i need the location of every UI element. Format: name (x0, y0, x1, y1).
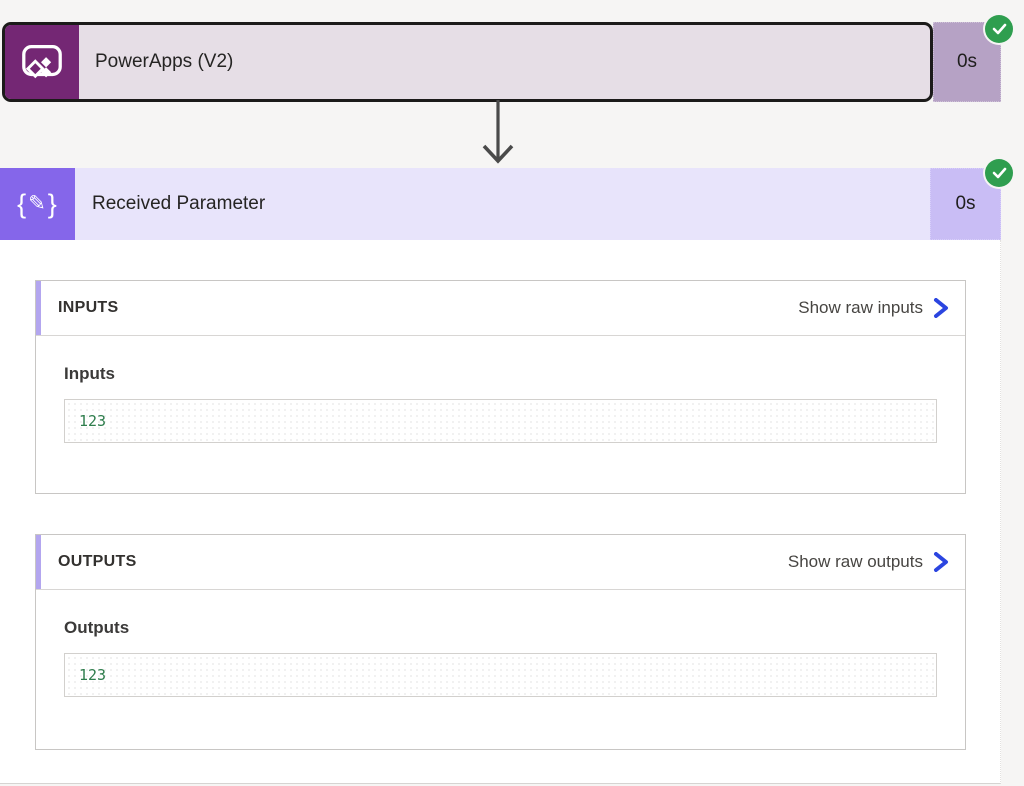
outputs-accent-bar (36, 535, 41, 589)
outputs-value-box: 123 (64, 653, 937, 697)
action-title: Received Parameter (92, 193, 266, 214)
braces-pencil-glyph: {✎} (17, 188, 58, 219)
outputs-content: Outputs 123 (36, 590, 965, 697)
inputs-field-label: Inputs (64, 364, 115, 383)
inputs-content: Inputs 123 (36, 336, 965, 443)
chevron-right-icon (934, 298, 948, 318)
inputs-section: INPUTS Show raw inputs Inputs 123 (35, 280, 966, 494)
outputs-section-header: OUTPUTS Show raw outputs (36, 535, 965, 590)
outputs-section: OUTPUTS Show raw outputs Outputs 123 (35, 534, 966, 750)
trigger-card-powerapps[interactable]: PowerApps (V2) (2, 22, 933, 102)
inputs-heading: INPUTS (58, 299, 119, 316)
outputs-heading: OUTPUTS (58, 553, 137, 570)
action-run-details-panel: INPUTS Show raw inputs Inputs 123 OUTPUT… (0, 240, 1001, 784)
powerapps-icon (5, 25, 79, 99)
show-raw-inputs-link[interactable]: Show raw inputs (798, 298, 949, 318)
action-card-received-parameter[interactable]: {✎} Received Parameter (0, 168, 930, 240)
arrow-down-icon (482, 100, 514, 164)
show-raw-outputs-label: Show raw outputs (787, 552, 923, 571)
show-raw-inputs-label: Show raw inputs (798, 298, 923, 317)
action-duration-badge: 0s (930, 168, 1001, 240)
braces-pencil-icon: {✎} (0, 168, 75, 240)
inputs-value-box: 123 (64, 399, 937, 443)
show-raw-outputs-link[interactable]: Show raw outputs (788, 552, 949, 572)
outputs-field-label: Outputs (64, 618, 130, 637)
inputs-accent-bar (36, 281, 41, 335)
inputs-section-header: INPUTS Show raw inputs (36, 281, 965, 336)
chevron-right-icon (934, 552, 948, 572)
trigger-title: PowerApps (V2) (95, 51, 234, 72)
trigger-success-check-icon (985, 15, 1013, 43)
action-success-check-icon (985, 159, 1013, 187)
